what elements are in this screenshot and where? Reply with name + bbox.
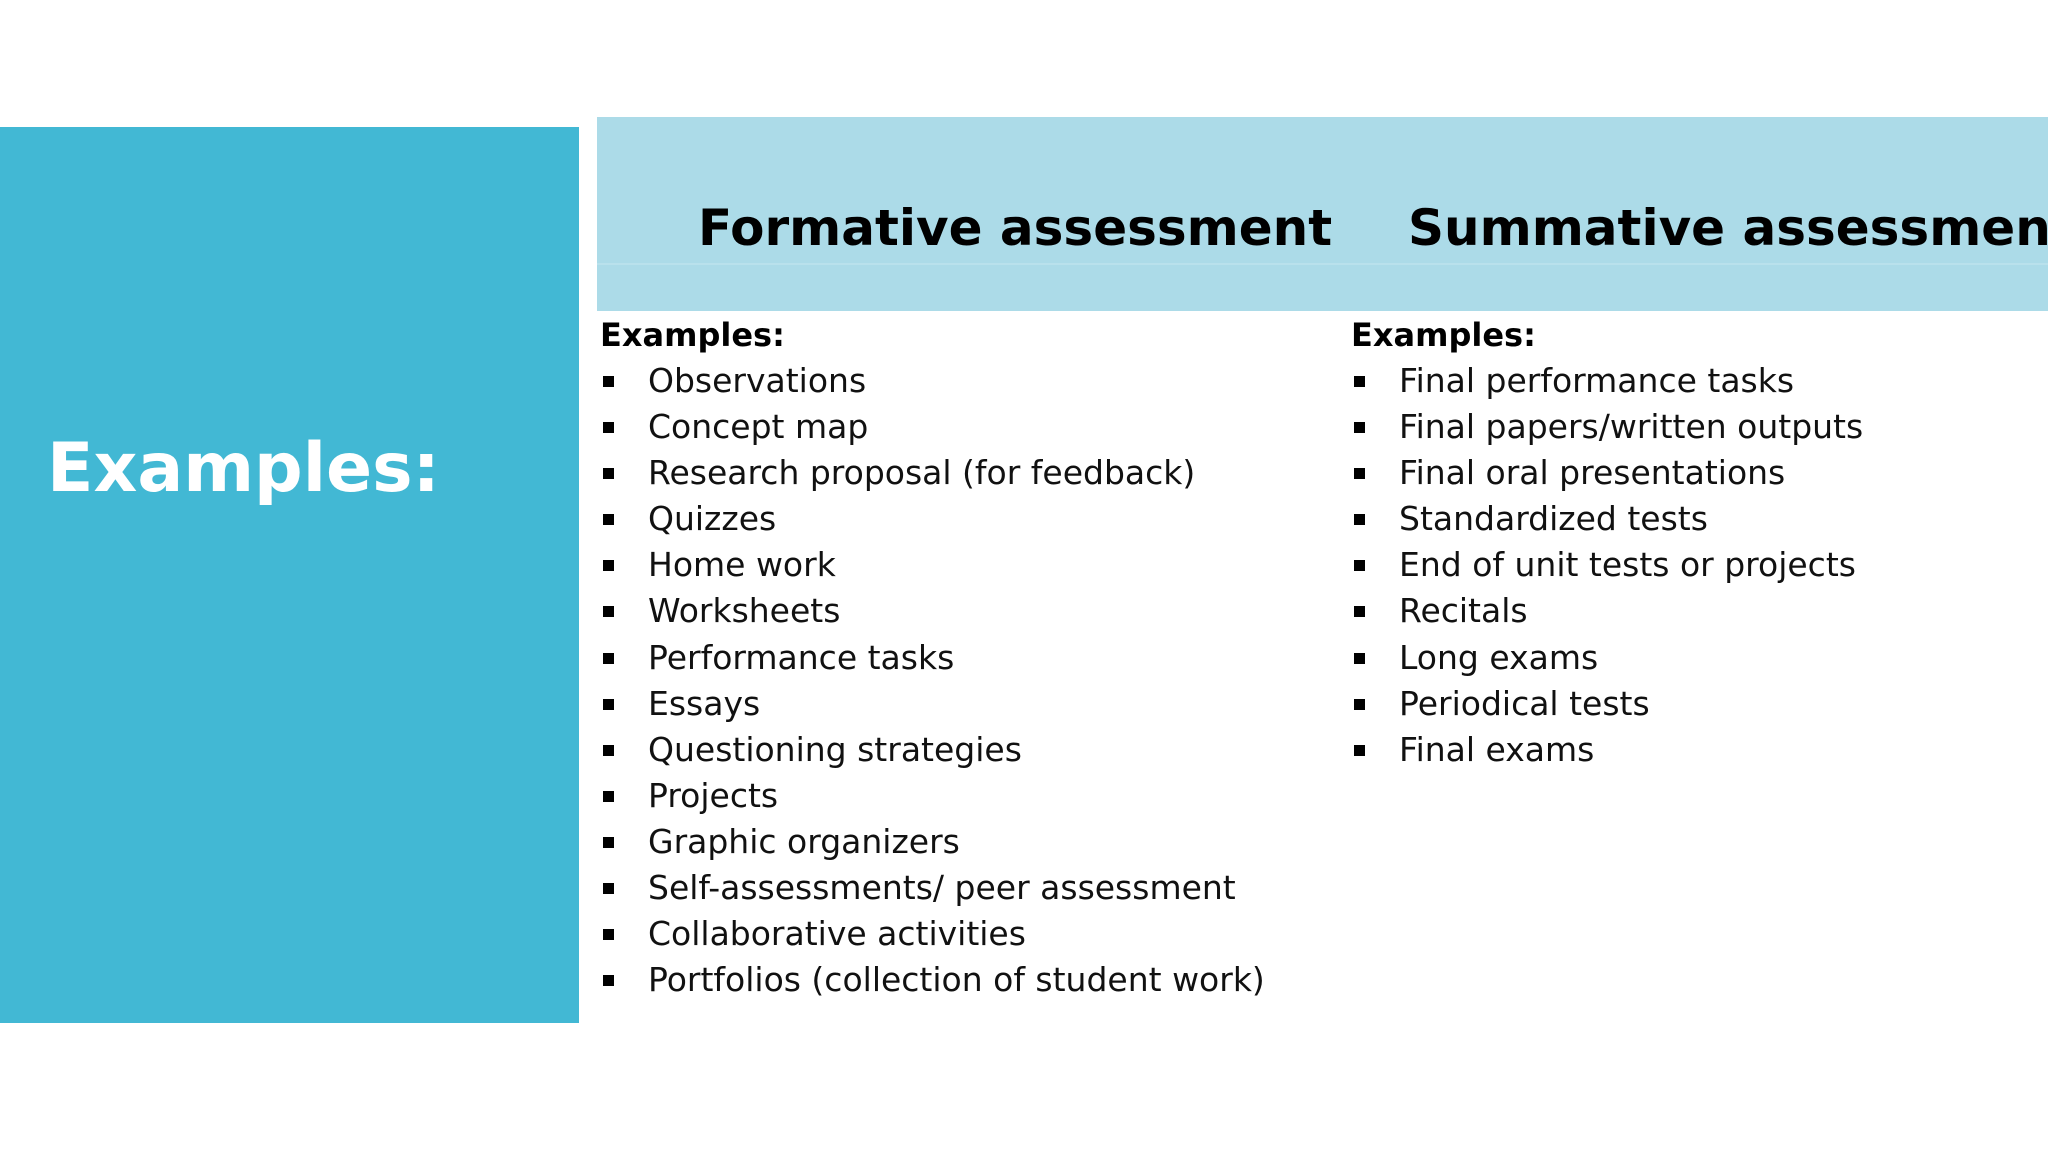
square-bullet-icon: [1354, 422, 1365, 434]
formative-column: Examples: Observations Concept map Resea…: [600, 312, 1320, 1003]
list-item: Concept map: [600, 404, 1320, 450]
square-bullet-icon: [1354, 560, 1365, 572]
square-bullet-icon: [603, 790, 614, 802]
list-item: Worksheets: [600, 588, 1320, 634]
formative-examples-label: Examples:: [600, 316, 785, 354]
square-bullet-icon: [603, 652, 614, 664]
list-item: Long exams: [1351, 635, 2041, 681]
square-bullet-icon: [603, 376, 614, 387]
summative-heading: Summative assessment: [1408, 199, 2048, 257]
formative-heading: Formative assessment: [698, 199, 1333, 257]
slide-title: Examples:: [47, 429, 440, 508]
list-item: Research proposal (for feedback): [600, 450, 1320, 496]
summative-list: Final performance tasks Final papers/wri…: [1351, 358, 2041, 773]
square-bullet-icon: [603, 975, 614, 987]
list-item: Performance tasks: [600, 635, 1320, 681]
list-item: Periodical tests: [1351, 681, 2041, 727]
square-bullet-icon: [603, 744, 614, 756]
square-bullet-icon: [1354, 468, 1365, 480]
list-item: Self-assessments/ peer assessment: [600, 865, 1320, 911]
list-item: Final papers/written outputs: [1351, 404, 2041, 450]
square-bullet-icon: [603, 929, 614, 941]
list-item: Questioning strategies: [600, 727, 1320, 773]
list-item: Final oral presentations: [1351, 450, 2041, 496]
header-band-divider: [597, 263, 2048, 265]
square-bullet-icon: [1354, 376, 1365, 387]
square-bullet-icon: [603, 422, 614, 434]
list-item: End of unit tests or projects: [1351, 542, 2041, 588]
square-bullet-icon: [603, 560, 614, 572]
list-item: Collaborative activities: [600, 911, 1320, 957]
square-bullet-icon: [1354, 652, 1365, 664]
square-bullet-icon: [1354, 606, 1365, 618]
square-bullet-icon: [603, 468, 614, 480]
header-band: [597, 117, 2048, 311]
list-item: Observations: [600, 358, 1320, 404]
square-bullet-icon: [603, 514, 614, 526]
left-accent-panel: [0, 127, 579, 1023]
list-item: Final exams: [1351, 727, 2041, 773]
list-item: Graphic organizers: [600, 819, 1320, 865]
summative-examples-label: Examples:: [1351, 316, 1536, 354]
square-bullet-icon: [1354, 514, 1365, 526]
square-bullet-icon: [603, 836, 614, 848]
square-bullet-icon: [1354, 698, 1365, 710]
list-item: Quizzes: [600, 496, 1320, 542]
square-bullet-icon: [603, 698, 614, 710]
list-item: Projects: [600, 773, 1320, 819]
list-item: Essays: [600, 681, 1320, 727]
summative-column: Examples: Final performance tasks Final …: [1351, 312, 2041, 773]
square-bullet-icon: [603, 883, 614, 895]
list-item: Recitals: [1351, 588, 2041, 634]
list-item: Final performance tasks: [1351, 358, 2041, 404]
square-bullet-icon: [603, 606, 614, 618]
list-item: Home work: [600, 542, 1320, 588]
square-bullet-icon: [1354, 744, 1365, 756]
list-item: Portfolios (collection of student work): [600, 957, 1320, 1003]
formative-list: Observations Concept map Research propos…: [600, 358, 1320, 1003]
list-item: Standardized tests: [1351, 496, 2041, 542]
